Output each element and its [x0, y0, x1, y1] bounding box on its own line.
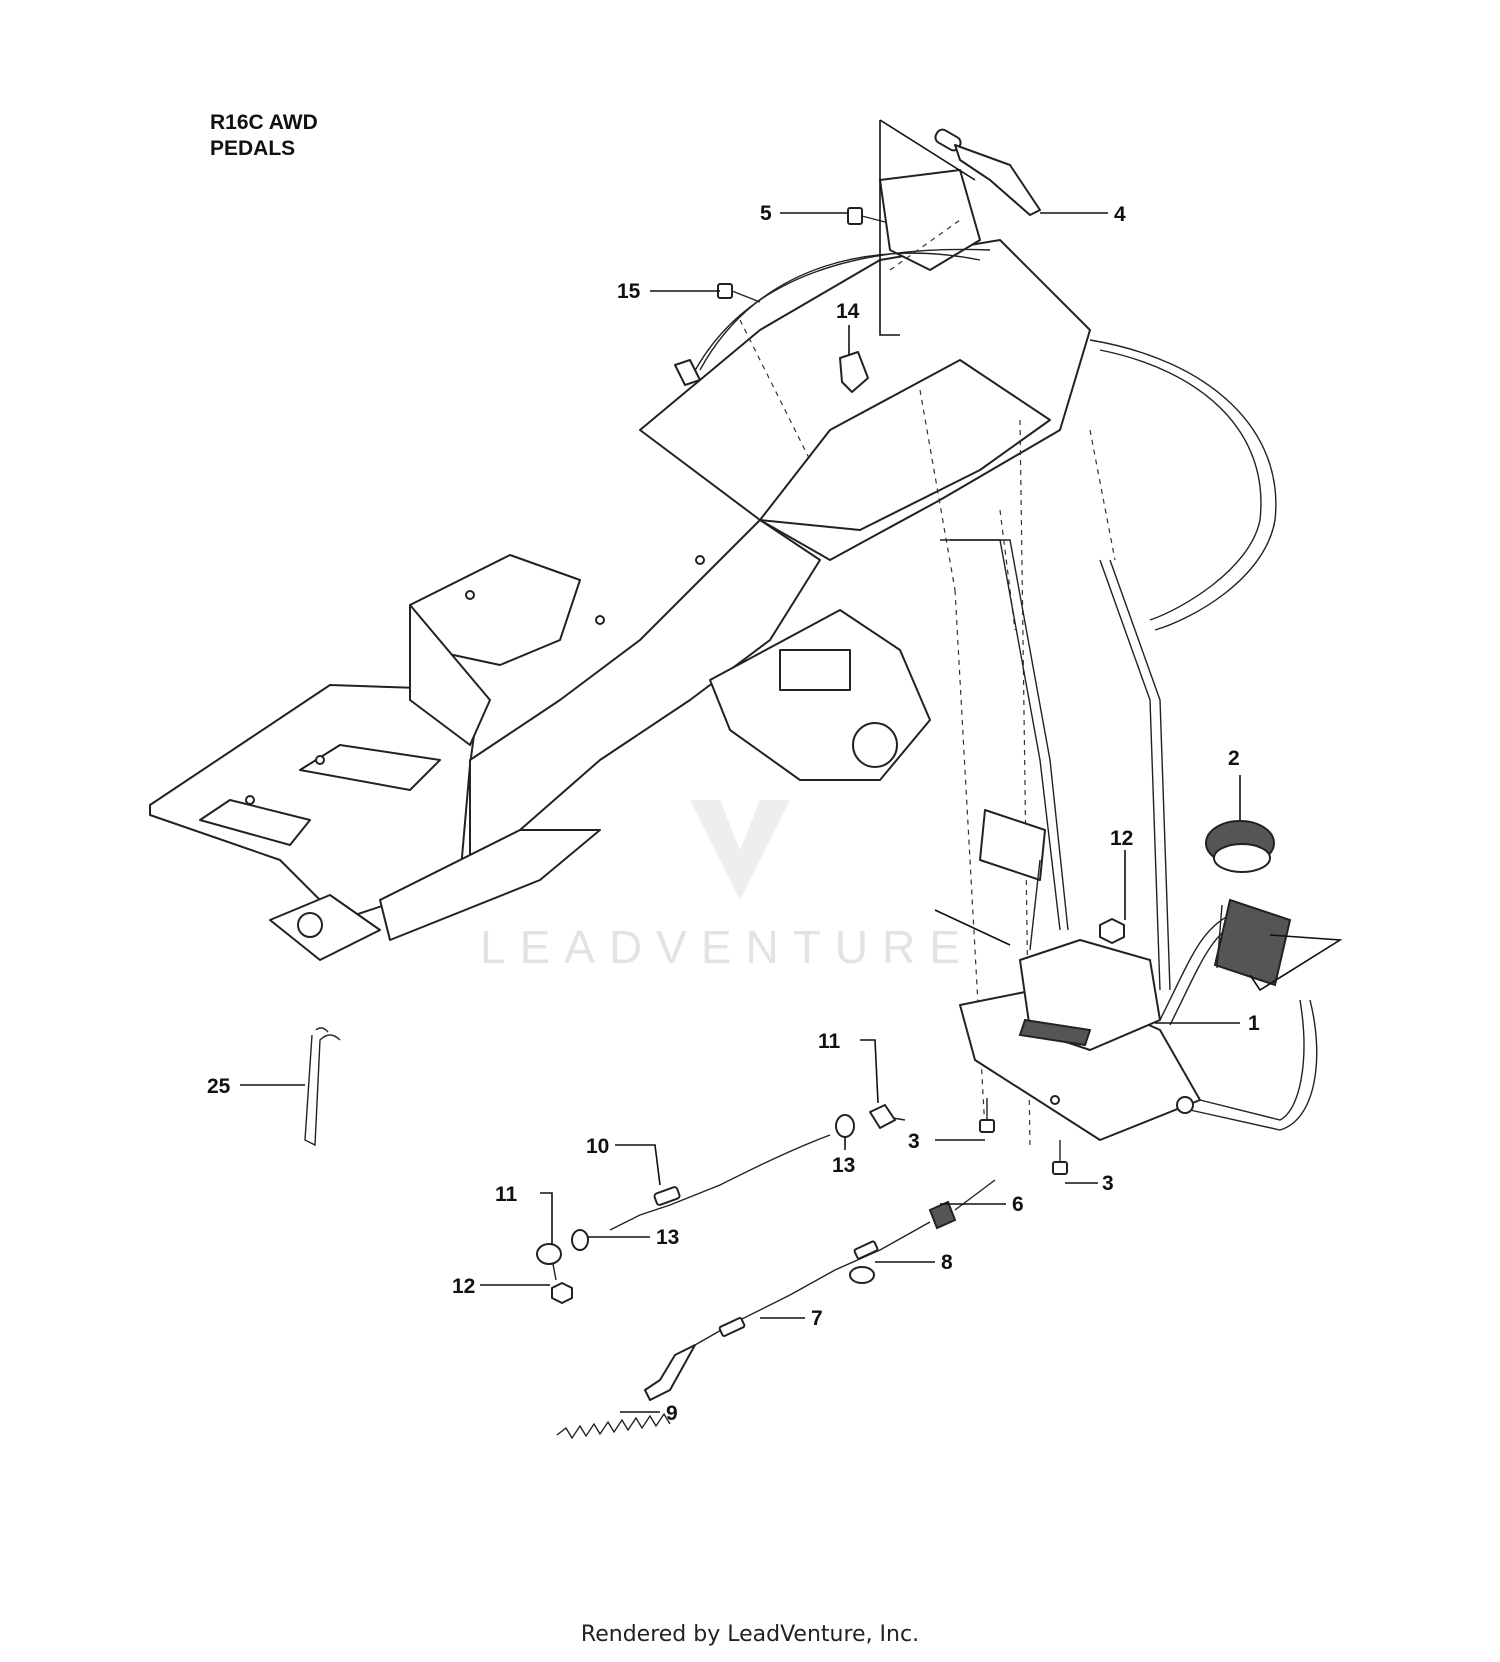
part-4-handle	[934, 128, 1041, 216]
callout-11-lower: 11	[495, 1183, 518, 1206]
callout-12-upper: 12	[1110, 827, 1133, 850]
chassis-frame	[149, 169, 1277, 961]
callout-6: 6	[1012, 1193, 1024, 1216]
part-25-pin	[304, 1027, 341, 1147]
part-3-bolt-right	[1052, 1140, 1068, 1175]
part-5-bolt	[847, 207, 886, 225]
part-14-clip	[839, 351, 869, 393]
part-10-cable	[609, 1134, 831, 1231]
model-label: R16C AWD	[210, 111, 318, 134]
part-7-brake-cable	[644, 1221, 931, 1401]
part-11-rod-end-upper	[869, 1104, 906, 1129]
callout-7: 7	[811, 1307, 823, 1330]
part-15-bolt	[717, 283, 761, 303]
callout-12-lower: 12	[452, 1275, 475, 1298]
callout-25: 25	[207, 1075, 231, 1098]
callout-9: 9	[666, 1402, 678, 1425]
part-13-nut-lower	[571, 1229, 589, 1251]
callout-5: 5	[760, 202, 772, 225]
part-12-nut-lower	[551, 1282, 573, 1304]
callout-15: 15	[617, 280, 641, 303]
part-2-pedal-cover	[1205, 820, 1275, 873]
pedal-pad	[1213, 898, 1292, 987]
callout-10: 10	[586, 1135, 609, 1158]
watermark-logo	[690, 800, 790, 900]
callout-14: 14	[836, 300, 860, 323]
part-1-pedal-assembly	[959, 809, 1318, 1141]
callout-2: 2	[1228, 747, 1240, 770]
part-11-rod-end-lower	[536, 1243, 562, 1281]
callout-3-right: 3	[1102, 1172, 1114, 1195]
callout-leaders	[240, 119, 1343, 1413]
callout-1: 1	[1248, 1012, 1260, 1035]
callout-8: 8	[941, 1251, 953, 1274]
part-9-spring	[556, 1412, 671, 1440]
callout-13-lower: 13	[656, 1226, 679, 1249]
footer-credit: Rendered by LeadVenture, Inc.	[580, 1622, 920, 1647]
part-3-bolt-left	[979, 1098, 995, 1133]
part-8-clip	[849, 1266, 875, 1284]
part-13-nut-upper	[835, 1114, 855, 1138]
section-label: PEDALS	[210, 137, 296, 160]
callout-numbers: 1 2 3 3 4 5 6 7 8 9 10 11 11 12 12 13 13…	[207, 202, 1260, 1425]
pedal-linkage-rods	[940, 539, 1171, 991]
callout-11-upper: 11	[818, 1030, 841, 1053]
diagram-title: R16C AWD PEDALS	[210, 110, 318, 162]
part-12-nut-upper	[1099, 918, 1125, 944]
callout-13-upper: 13	[832, 1154, 855, 1177]
watermark-text: LEADVENTURE	[480, 921, 974, 973]
callout-3-left: 3	[908, 1130, 920, 1153]
callout-4: 4	[1114, 203, 1126, 226]
